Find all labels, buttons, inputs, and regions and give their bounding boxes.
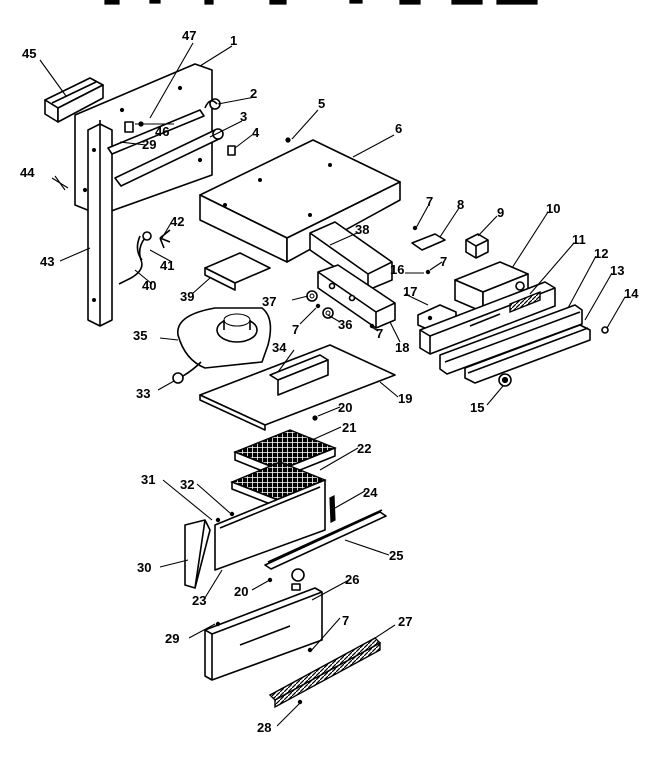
callout-36: 36 [338, 317, 352, 332]
leader-lines [39, 42, 626, 727]
blower-housing-part [172, 307, 272, 384]
side-trim-strip-part [87, 123, 113, 327]
callout-29b: 29 [165, 631, 179, 646]
bracket-18-part [317, 264, 396, 329]
callout-15: 15 [470, 400, 484, 415]
callout-18: 18 [395, 340, 409, 355]
bracket-38-part [309, 221, 393, 291]
callout-11: 11 [572, 232, 586, 247]
callout-19: 19 [398, 391, 412, 406]
callout-7a: 7 [426, 194, 433, 209]
knob-parts [498, 326, 609, 387]
side-strip-24-part [329, 495, 336, 523]
callout-labels: 1 2 3 4 5 6 7 8 9 10 11 12 13 14 15 16 1… [20, 28, 639, 735]
callout-13: 13 [610, 263, 624, 278]
callout-20b: 20 [234, 584, 248, 599]
base-plate-part [199, 344, 396, 431]
callout-45: 45 [22, 46, 36, 61]
callout-26: 26 [345, 572, 359, 587]
callout-9: 9 [497, 205, 504, 220]
callout-46: 46 [155, 124, 169, 139]
callout-1: 1 [230, 33, 237, 48]
callout-10: 10 [546, 201, 560, 216]
end-cap-part [184, 511, 235, 589]
callout-40: 40 [142, 278, 156, 293]
callout-29a: 29 [142, 137, 156, 152]
callout-7d: 7 [376, 326, 383, 341]
callout-12: 12 [594, 246, 608, 261]
callout-38: 38 [355, 222, 369, 237]
callout-35: 35 [133, 328, 147, 343]
front-panel-part [214, 479, 326, 571]
callout-23: 23 [192, 593, 206, 608]
callout-8: 8 [457, 197, 464, 212]
callout-7b: 7 [440, 254, 447, 269]
callout-6: 6 [395, 121, 402, 136]
callout-25: 25 [389, 548, 403, 563]
callout-3: 3 [240, 109, 247, 124]
callout-33: 33 [136, 386, 150, 401]
callout-16: 16 [390, 262, 404, 277]
callout-42: 42 [170, 214, 184, 229]
callout-7c: 7 [292, 322, 299, 337]
top-vent-grille-part [44, 77, 104, 123]
front-trim-part [464, 324, 591, 384]
callout-43: 43 [40, 254, 54, 269]
callout-14: 14 [624, 286, 639, 301]
callout-47: 47 [182, 28, 196, 43]
callout-37: 37 [262, 294, 276, 309]
wire-harness-part [118, 229, 171, 285]
lower-panel-part [204, 568, 323, 681]
top-edge-marks [104, 0, 538, 5]
callout-41: 41 [160, 258, 174, 273]
shelf-plate-part [204, 252, 271, 291]
callout-5: 5 [318, 96, 325, 111]
control-panel-part [419, 281, 556, 355]
switch-9-part [412, 225, 489, 275]
callout-7e: 7 [342, 613, 349, 628]
callout-24: 24 [363, 485, 378, 500]
callout-44: 44 [20, 165, 35, 180]
callout-28: 28 [257, 720, 271, 735]
callout-34: 34 [272, 340, 287, 355]
callout-4: 4 [252, 125, 260, 140]
rail-part [264, 509, 387, 570]
callout-20a: 20 [338, 400, 352, 415]
callout-27: 27 [398, 614, 412, 629]
trim-panel-part [439, 304, 583, 375]
callout-39: 39 [180, 289, 194, 304]
top-cover-part [199, 139, 401, 263]
callout-31: 31 [141, 472, 155, 487]
callout-32: 32 [180, 477, 194, 492]
callout-30: 30 [137, 560, 151, 575]
bottom-grille-part [268, 637, 382, 709]
callout-2: 2 [250, 86, 257, 101]
callout-17: 17 [403, 284, 417, 299]
callout-21: 21 [342, 420, 356, 435]
callout-22: 22 [357, 441, 371, 456]
charcoal-filter-part [230, 461, 327, 508]
plate-8-part [411, 233, 446, 251]
